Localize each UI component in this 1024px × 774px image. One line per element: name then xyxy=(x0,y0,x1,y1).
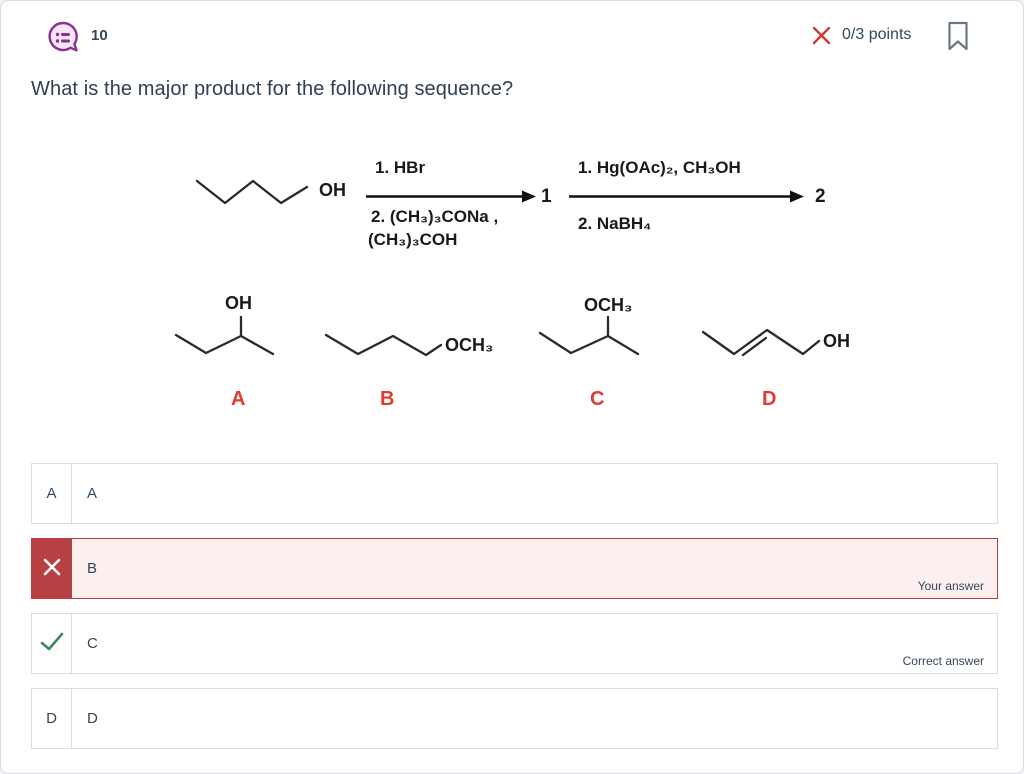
step2-reagent-top: 1. Hg(OAc)₂, CH₃OH xyxy=(578,158,741,177)
step2-reagent-bottom: 2. NaBH₄ xyxy=(578,214,652,233)
answer-c-correct-cell xyxy=(32,614,72,673)
product-2-label: 2 xyxy=(815,186,826,207)
reaction-arrow-1 xyxy=(366,190,536,208)
choice-c-och3-label: OCH₃ xyxy=(584,295,633,315)
question-number: 10 xyxy=(91,27,108,44)
question-title: What is the major product for the follow… xyxy=(31,78,514,100)
answer-row-b-your-answer[interactable]: B Your answer xyxy=(31,538,998,599)
reactant-oh-label: OH xyxy=(319,180,346,200)
answer-a-content: A xyxy=(87,485,98,502)
answer-b-wrong-cell xyxy=(32,539,72,598)
correct-answer-note: Correct answer xyxy=(902,654,984,668)
answer-list: A A B Your answer xyxy=(31,463,998,763)
choice-b-structure xyxy=(321,293,446,366)
bookmark-icon[interactable] xyxy=(947,21,969,56)
choice-d-oh-label: OH xyxy=(823,331,850,351)
step1-reagent-bottom-1: 2. (CH₃)₃CONa , xyxy=(371,207,499,226)
choice-b-label: B xyxy=(380,388,395,410)
points-status: 0/3 points xyxy=(842,26,912,43)
step1-reagent-top: 1. HBr xyxy=(375,158,426,177)
intermediate-1-label: 1 xyxy=(541,186,552,207)
answer-d-content: D xyxy=(87,710,98,727)
answer-b-content: B xyxy=(87,560,98,577)
step1-reagent-bottom-2: (CH₃)₃COH xyxy=(368,230,458,249)
answer-row-a[interactable]: A A xyxy=(31,463,998,524)
reactant-structure-butanol xyxy=(195,173,319,216)
answer-row-d[interactable]: D D xyxy=(31,688,998,749)
incorrect-x-icon xyxy=(812,26,831,50)
choice-d-label: D xyxy=(762,388,777,410)
choice-a-oh-label: OH xyxy=(225,293,252,313)
choice-a-structure xyxy=(171,291,281,364)
choice-a-label: A xyxy=(231,388,246,410)
correct-check-icon xyxy=(40,632,64,656)
choice-c-label: C xyxy=(590,388,605,410)
answer-a-letter-cell: A xyxy=(32,464,72,523)
reaction-arrow-2 xyxy=(569,190,804,208)
comment-list-icon xyxy=(45,20,81,61)
choice-c-structure xyxy=(536,293,646,366)
your-answer-note: Your answer xyxy=(917,579,984,593)
answer-d-letter-cell: D xyxy=(32,689,72,748)
wrong-x-icon xyxy=(43,558,61,580)
choice-b-och3-label: OCH₃ xyxy=(445,335,494,355)
answer-c-content: C xyxy=(87,635,98,652)
choice-d-structure xyxy=(699,291,824,364)
answer-row-c-correct[interactable]: C Correct answer xyxy=(31,613,998,674)
